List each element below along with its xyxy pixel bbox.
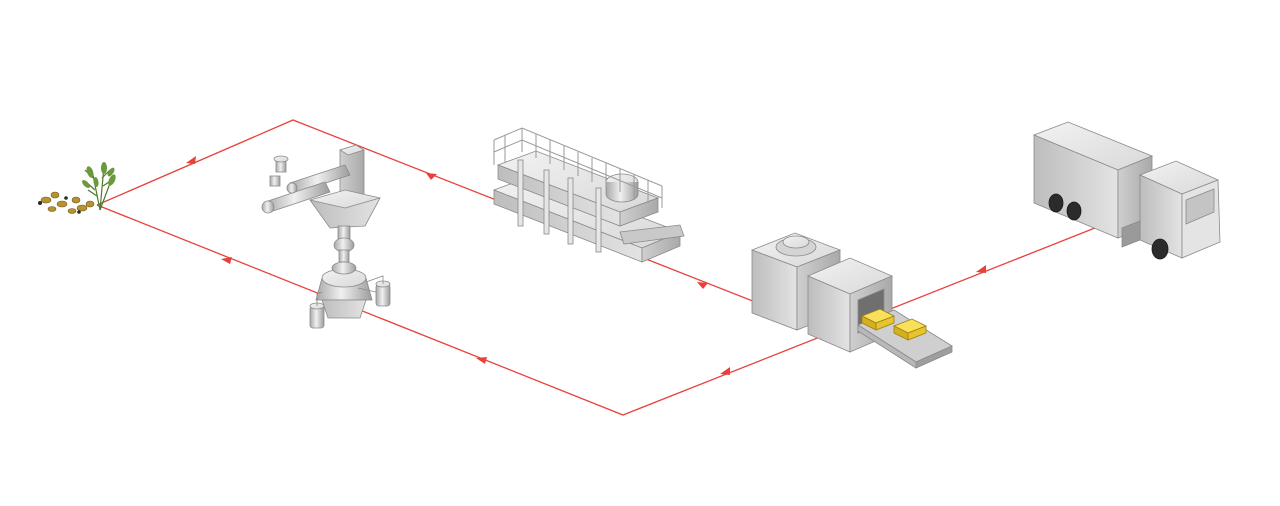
dryer-oven-icon: [750, 232, 953, 369]
arrow-head: [221, 257, 232, 264]
product-block-icon: [861, 308, 927, 341]
arrow-head: [697, 282, 708, 289]
flow-arrows: [186, 156, 986, 375]
arrow-head: [186, 156, 196, 164]
washing-line-icon: [492, 127, 685, 263]
plant-herb-icon: [38, 162, 116, 214]
flow-line-upper: [96, 119, 807, 323]
arrow-head: [720, 367, 730, 375]
flow-lines: [96, 119, 1111, 416]
extractor-machine-icon: [261, 144, 391, 329]
truck-icon: [1032, 121, 1221, 260]
arrow-head: [426, 173, 437, 180]
arrow-head: [976, 265, 986, 273]
flow-line-lower: [96, 204, 1111, 416]
arrow-head: [476, 357, 487, 364]
